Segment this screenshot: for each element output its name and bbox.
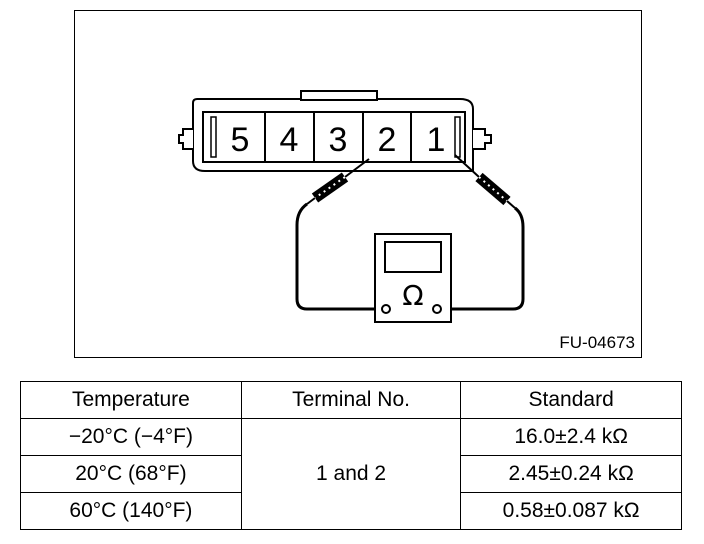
header-terminal: Terminal No.: [240, 381, 462, 419]
connector-right-guide: [454, 116, 461, 158]
table-row: −20°C (−4°F) 1 and 2 16.0±2.4 kΩ: [20, 418, 682, 530]
pin-label-2: 2: [378, 121, 397, 159]
cell-temperature: 60°C (140°F): [20, 492, 242, 530]
header-standard: Standard: [460, 381, 682, 419]
left-test-probe: [306, 158, 370, 205]
cell-temperature: −20°C (−4°F): [20, 418, 242, 456]
ohmmeter-display: [384, 241, 442, 273]
spec-table: Temperature Terminal No. Standard −20°C …: [20, 381, 682, 530]
cell-temperature: 20°C (68°F): [20, 455, 242, 493]
connector-left-ear: [178, 128, 193, 150]
diagram-frame: 5 4 3 2 1 Ω FU-04673: [74, 10, 642, 358]
cell-standard: 16.0±2.4 kΩ: [460, 418, 682, 456]
figure-code: FU-04673: [559, 333, 635, 352]
ohmmeter: Ω: [374, 233, 452, 323]
cell-standard: 2.45±0.24 kΩ: [460, 455, 682, 493]
connector-lock-tab: [300, 90, 378, 101]
ohm-symbol: Ω: [402, 279, 423, 312]
table-row: 60°C (140°F) 0.58±0.087 kΩ: [20, 492, 682, 530]
pin-label-5: 5: [231, 121, 250, 159]
header-temperature: Temperature: [20, 381, 242, 419]
ohmmeter-terminal-left: [381, 304, 391, 314]
pin-label-1: 1: [427, 121, 446, 159]
right-test-lead: [439, 206, 525, 311]
ohmmeter-terminal-right: [432, 304, 442, 314]
pin-label-4: 4: [280, 121, 299, 159]
connector-inner-frame: [202, 111, 466, 163]
right-test-probe: [454, 154, 516, 209]
table-header-row: Temperature Terminal No. Standard: [20, 381, 682, 419]
connector-left-guide: [210, 116, 217, 158]
left-test-lead: [295, 202, 377, 311]
connector-diagram: 5 4 3 2 1 Ω: [178, 90, 525, 323]
cell-terminal: 1 and 2: [240, 418, 462, 530]
cell-standard: 0.58±0.087 kΩ: [460, 492, 682, 530]
pin-label-3: 3: [329, 121, 348, 159]
connector-right-ear: [473, 128, 492, 150]
